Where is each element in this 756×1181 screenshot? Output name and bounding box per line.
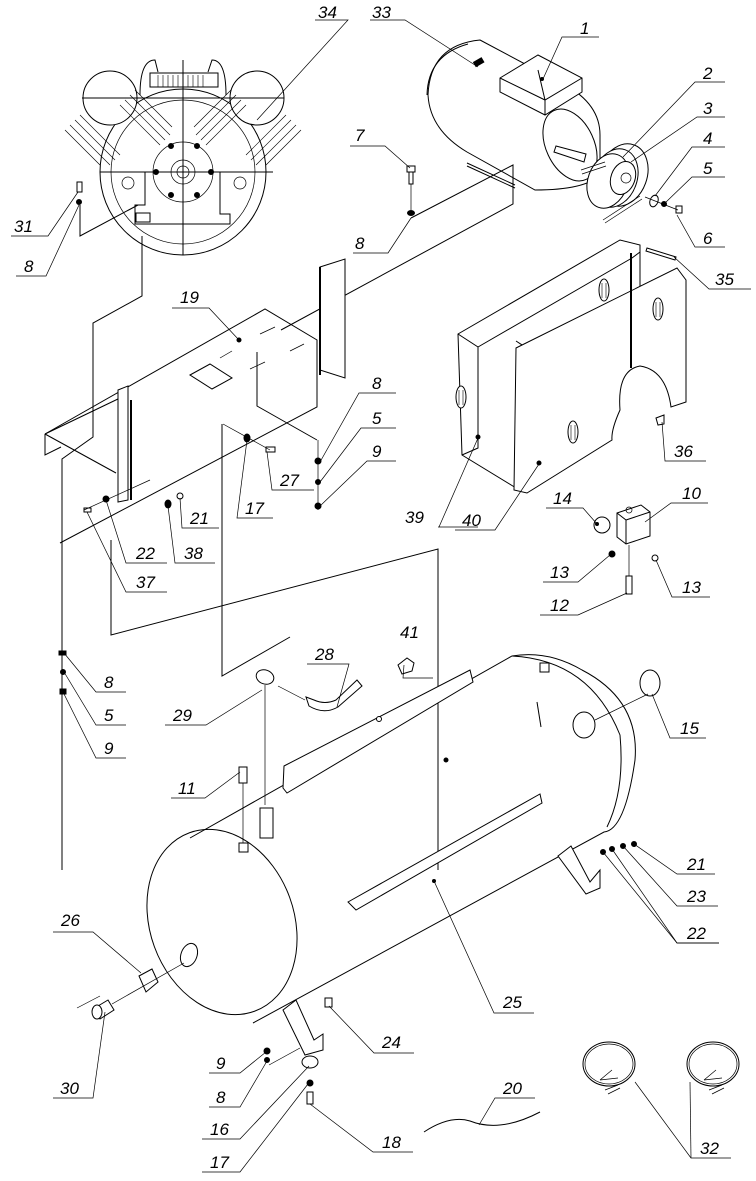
callout-31: 31 xyxy=(14,217,33,236)
washer-8 xyxy=(58,650,67,656)
washer-17 xyxy=(306,1079,314,1087)
callout-5: 5 xyxy=(372,409,382,428)
callout-22: 22 xyxy=(135,544,155,563)
callout-19: 19 xyxy=(180,288,199,307)
coupling xyxy=(259,807,274,839)
callout-14: 14 xyxy=(553,489,572,508)
key-35 xyxy=(645,247,677,261)
air-tank-25 xyxy=(146,654,661,1056)
lock-washer-5 xyxy=(60,669,66,675)
callout-8: 8 xyxy=(372,374,382,393)
nut-9 xyxy=(59,688,67,695)
callout-13: 13 xyxy=(550,563,569,582)
compressor-pump-head xyxy=(64,59,302,256)
callout-26: 26 xyxy=(60,911,80,930)
fitting-41 xyxy=(397,657,415,675)
callout-39: 39 xyxy=(405,508,424,527)
callout-36: 36 xyxy=(674,442,693,461)
callout-6: 6 xyxy=(703,229,713,248)
clip-36 xyxy=(655,414,665,426)
drain-valve xyxy=(539,662,550,673)
rubber-foot-16 xyxy=(301,1055,319,1069)
callout-8: 8 xyxy=(24,257,34,276)
callout-12: 12 xyxy=(550,596,569,615)
callout-7: 7 xyxy=(355,126,365,145)
washer-4 xyxy=(649,194,659,208)
bolt-27 xyxy=(265,446,276,453)
callout-9: 9 xyxy=(372,442,382,461)
callout-9: 9 xyxy=(216,1054,226,1073)
fitting-13 xyxy=(651,554,659,562)
callout-labels: 34 33 1 2 3 4 5 6 7 8 31 8 35 19 8 5 9 2… xyxy=(14,3,734,1172)
discharge-pipe-28 xyxy=(255,657,415,839)
callout-30: 30 xyxy=(60,1079,79,1098)
callout-33: 33 xyxy=(372,3,391,22)
nipple-12 xyxy=(625,575,633,595)
outlet-valve xyxy=(76,942,199,1020)
elbow-29 xyxy=(255,669,275,685)
callout-32: 32 xyxy=(700,1139,719,1158)
plug-15 xyxy=(639,669,661,697)
callout-1: 1 xyxy=(580,19,589,38)
callout-24: 24 xyxy=(381,1033,401,1052)
callout-8: 8 xyxy=(355,234,365,253)
callout-28: 28 xyxy=(314,645,334,664)
callout-25: 25 xyxy=(502,993,522,1012)
callout-38: 38 xyxy=(184,544,203,563)
fitting-13 xyxy=(608,550,616,558)
callout-5: 5 xyxy=(703,159,713,178)
callout-37: 37 xyxy=(136,573,155,592)
pulley xyxy=(580,143,649,224)
callout-41: 41 xyxy=(400,623,419,642)
callout-16: 16 xyxy=(210,1120,229,1139)
hose-20 xyxy=(423,1111,541,1133)
callout-35: 35 xyxy=(715,270,734,289)
bolt-7 xyxy=(280,164,514,331)
callout-3: 3 xyxy=(703,99,713,118)
callout-27: 27 xyxy=(279,471,299,490)
pressure-switch-10 xyxy=(593,504,659,595)
tank-foot xyxy=(557,845,601,895)
wire-harness-32 xyxy=(582,1041,740,1095)
callout-11: 11 xyxy=(178,779,196,798)
nipple-11 xyxy=(238,766,249,853)
callout-17: 17 xyxy=(245,499,264,518)
bolt-31 xyxy=(76,181,139,237)
base-plate-19 xyxy=(44,258,346,544)
gauge-14 xyxy=(593,516,611,534)
callout-10: 10 xyxy=(682,484,701,503)
tank-foot xyxy=(282,999,324,1056)
washer-8 xyxy=(264,1057,270,1063)
callout-20: 20 xyxy=(502,1079,522,1098)
callout-23: 23 xyxy=(686,887,706,906)
callout-40: 40 xyxy=(462,511,481,530)
callout-8: 8 xyxy=(104,673,114,692)
belt-guard-39 xyxy=(455,239,687,494)
callout-8: 8 xyxy=(216,1088,226,1107)
callout-18: 18 xyxy=(382,1133,401,1152)
callout-2: 2 xyxy=(702,64,713,83)
callout-13: 13 xyxy=(682,578,701,597)
callout-22: 22 xyxy=(686,924,706,943)
callout-29: 29 xyxy=(172,706,192,725)
callout-5: 5 xyxy=(104,706,114,725)
callout-21: 21 xyxy=(189,509,209,528)
callout-9: 9 xyxy=(104,739,114,758)
bolt-18 xyxy=(306,1091,314,1105)
leader-lines xyxy=(11,19,751,1173)
callout-34: 34 xyxy=(318,3,337,22)
callout-21: 21 xyxy=(686,855,706,874)
callout-17: 17 xyxy=(210,1153,229,1172)
drain-cock-24 xyxy=(324,997,333,1008)
callout-4: 4 xyxy=(703,129,712,148)
electric-motor xyxy=(426,39,601,191)
callout-15: 15 xyxy=(680,719,699,738)
